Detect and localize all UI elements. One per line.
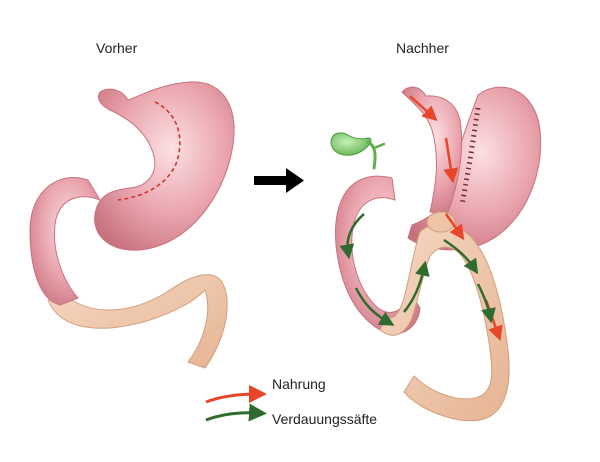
before-stomach bbox=[94, 81, 235, 251]
legend-juice-arrow bbox=[205, 403, 267, 422]
legend bbox=[205, 385, 267, 422]
gallbladder-icon bbox=[330, 132, 386, 170]
before-intestine bbox=[47, 274, 228, 369]
after-biliary-limb bbox=[334, 175, 421, 335]
legend-juice-label: Verdauungssäfte bbox=[272, 411, 378, 427]
after-alimentary-limb bbox=[379, 223, 510, 422]
before-duodenum bbox=[29, 176, 102, 306]
legend-food-label: Nahrung bbox=[272, 376, 326, 392]
before-anatomy bbox=[29, 81, 235, 369]
after-anatomy bbox=[330, 86, 542, 422]
juice-flow-arrows bbox=[339, 213, 496, 326]
legend-food-arrow bbox=[205, 385, 267, 404]
after-staple-line bbox=[459, 107, 481, 206]
after-label: Nachher bbox=[396, 40, 449, 56]
before-cut-line bbox=[117, 101, 181, 201]
after-gastric-pouch bbox=[401, 86, 463, 213]
before-label: Vorher bbox=[96, 40, 138, 56]
transition-arrow bbox=[254, 168, 304, 193]
